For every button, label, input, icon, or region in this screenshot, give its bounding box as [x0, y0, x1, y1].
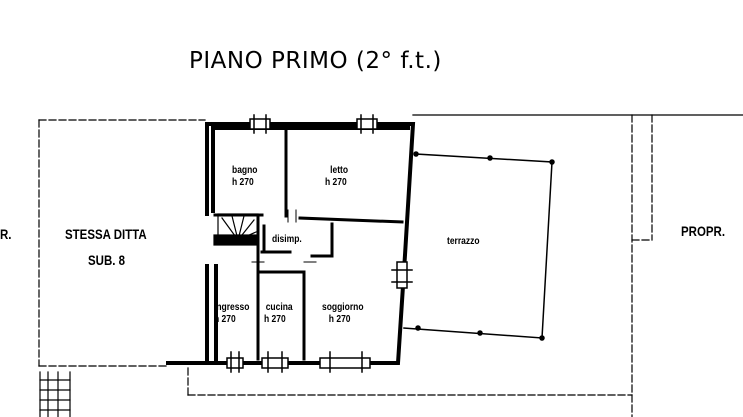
room-bagno: bagno h 270 — [232, 165, 258, 189]
room-letto-name: letto — [330, 165, 349, 176]
room-cucina-name: cucina — [265, 302, 293, 313]
room-terrazzo: terrazzo — [447, 236, 480, 248]
external-stair — [39, 371, 71, 417]
room-disimp-name: disimp. — [272, 234, 302, 245]
room-soggiorno-name: soggiorno — [322, 302, 364, 313]
neighbor-left-line2: SUB. 8 — [88, 252, 126, 268]
room-ingresso-name: ingresso — [214, 302, 250, 313]
room-bagno-name: bagno — [232, 165, 258, 176]
terrace-outline — [403, 151, 555, 341]
door-marks — [251, 209, 317, 263]
plan-title: PIANO PRIMO (2° f.t.) — [189, 48, 442, 74]
neighbor-left-cut-label: R. — [0, 226, 12, 242]
neighbor-left-line1: STESSA DITTA — [65, 226, 147, 242]
window-marks — [226, 114, 413, 373]
room-ingresso: ingresso h 270 — [214, 302, 249, 326]
room-cucina-height: h 270 — [264, 314, 286, 325]
internal-stair — [213, 213, 259, 246]
room-ingresso-height: h 270 — [214, 314, 236, 325]
room-letto: letto h 270 — [325, 165, 348, 189]
property-boundary-lines — [38, 114, 653, 417]
room-terrazzo-name: terrazzo — [447, 236, 480, 247]
room-soggiorno: soggiorno h 270 — [322, 302, 364, 326]
room-disimp: disimp. — [272, 234, 302, 246]
room-soggiorno-height: h 270 — [328, 314, 351, 325]
neighbor-right-label: PROPR. — [681, 223, 726, 239]
room-cucina: cucina h 270 — [264, 302, 293, 326]
room-letto-height: h 270 — [325, 177, 347, 188]
room-bagno-height: h 270 — [232, 177, 254, 188]
